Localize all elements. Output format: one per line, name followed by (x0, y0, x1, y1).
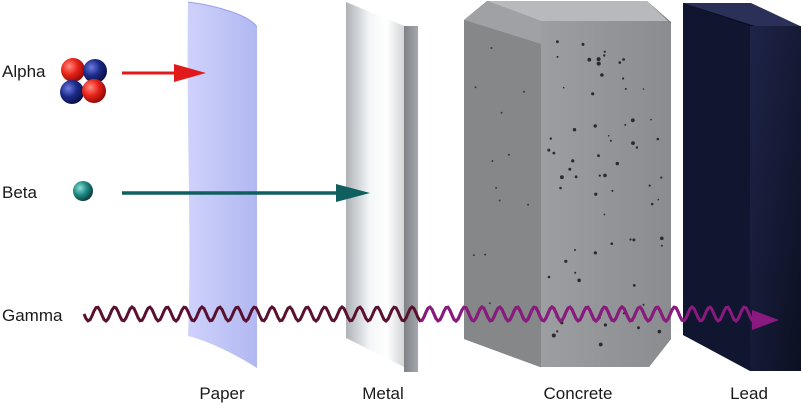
concrete-speck (630, 118, 635, 123)
concrete-speck (657, 198, 660, 201)
beta-arrow (122, 184, 370, 202)
concrete-speck (609, 139, 612, 142)
concrete-speck (648, 184, 651, 187)
concrete-speck (603, 213, 606, 216)
concrete-speck (618, 61, 622, 64)
concrete-speck (474, 86, 477, 89)
concrete-speck (593, 124, 597, 128)
lead-shield (683, 3, 801, 371)
concrete-speck (498, 199, 501, 202)
concrete-speck (500, 111, 503, 114)
concrete-speck (591, 92, 595, 96)
concrete-texture (472, 40, 664, 347)
beta-label: Beta (2, 183, 37, 202)
concrete-speck (598, 174, 601, 177)
paper-label: Paper (199, 384, 245, 403)
concrete-speck (574, 271, 577, 274)
concrete-speck (624, 87, 627, 90)
concrete-speck (488, 302, 491, 305)
concrete-speck (611, 189, 614, 192)
alpha-arrow (122, 64, 206, 82)
concrete-speck (556, 55, 559, 58)
gamma-label: Gamma (2, 306, 63, 325)
concrete-speck (603, 50, 606, 53)
concrete-speck (660, 244, 663, 247)
concrete-speck (610, 242, 614, 245)
concrete-speck (622, 58, 625, 61)
concrete-speck (596, 61, 601, 66)
concrete-speck (598, 342, 603, 347)
metal-label: Metal (362, 384, 404, 403)
concrete-speck (624, 123, 627, 126)
concrete-speck (549, 137, 552, 140)
concrete-speck (615, 161, 619, 166)
concrete-speck (632, 238, 636, 242)
concrete-speck (622, 77, 625, 80)
concrete-speck (650, 202, 654, 206)
concrete-label: Concrete (543, 384, 613, 403)
concrete-speck (556, 40, 559, 44)
concrete-speck (650, 118, 652, 121)
concrete-speck (572, 128, 577, 132)
concrete-speck (632, 284, 636, 287)
alpha-label: Alpha (2, 62, 46, 81)
concrete-speck (607, 135, 610, 137)
concrete-speck (560, 175, 564, 180)
concrete-speck (568, 167, 572, 171)
concrete-speck (552, 151, 556, 155)
concrete-speck (577, 278, 581, 283)
concrete-speck (642, 303, 645, 306)
concrete-speck (472, 254, 475, 257)
concrete-speck (629, 238, 632, 241)
concrete-speck (491, 160, 494, 162)
concrete-speck (657, 329, 662, 334)
concrete-speck (596, 57, 601, 62)
concrete-speck (559, 186, 562, 190)
concrete-speck (547, 148, 551, 152)
gamma-ray-wave (82, 305, 779, 330)
concrete-speck (581, 42, 585, 46)
concrete-speck (656, 137, 660, 141)
concrete-speck (593, 251, 598, 255)
beta-particle-icon (73, 181, 93, 201)
concrete-speck (574, 175, 578, 179)
concrete-speck (564, 259, 568, 263)
concrete-speck (660, 176, 663, 179)
concrete-speck (597, 154, 600, 158)
concrete-speck (603, 323, 608, 327)
concrete-speck (571, 159, 575, 163)
concrete-speck (603, 173, 607, 178)
concrete-speck (600, 73, 604, 77)
concrete-speck (642, 88, 645, 90)
metal-shield (346, 2, 418, 372)
concrete-speck (637, 326, 640, 330)
concrete-speck (527, 203, 530, 206)
concrete-speck (523, 90, 525, 93)
concrete-speck (631, 141, 635, 146)
concrete-speck (495, 186, 498, 189)
concrete-speck (574, 249, 576, 251)
concrete-speck (594, 192, 598, 196)
concrete-speck (562, 86, 565, 89)
concrete-shield (464, 1, 671, 367)
concrete-speck (660, 236, 664, 241)
concrete-speck (490, 47, 493, 49)
alpha-particle-icon (60, 58, 107, 104)
concrete-speck (547, 275, 551, 279)
lead-label: Lead (730, 384, 768, 403)
concrete-speck (556, 330, 559, 333)
concrete-speck (551, 333, 556, 338)
paper-shield (187, 1, 258, 368)
concrete-speck (587, 57, 592, 62)
concrete-speck (484, 253, 487, 256)
concrete-speck (603, 54, 606, 57)
concrete-speck (507, 153, 510, 156)
concrete-speck (635, 146, 639, 149)
